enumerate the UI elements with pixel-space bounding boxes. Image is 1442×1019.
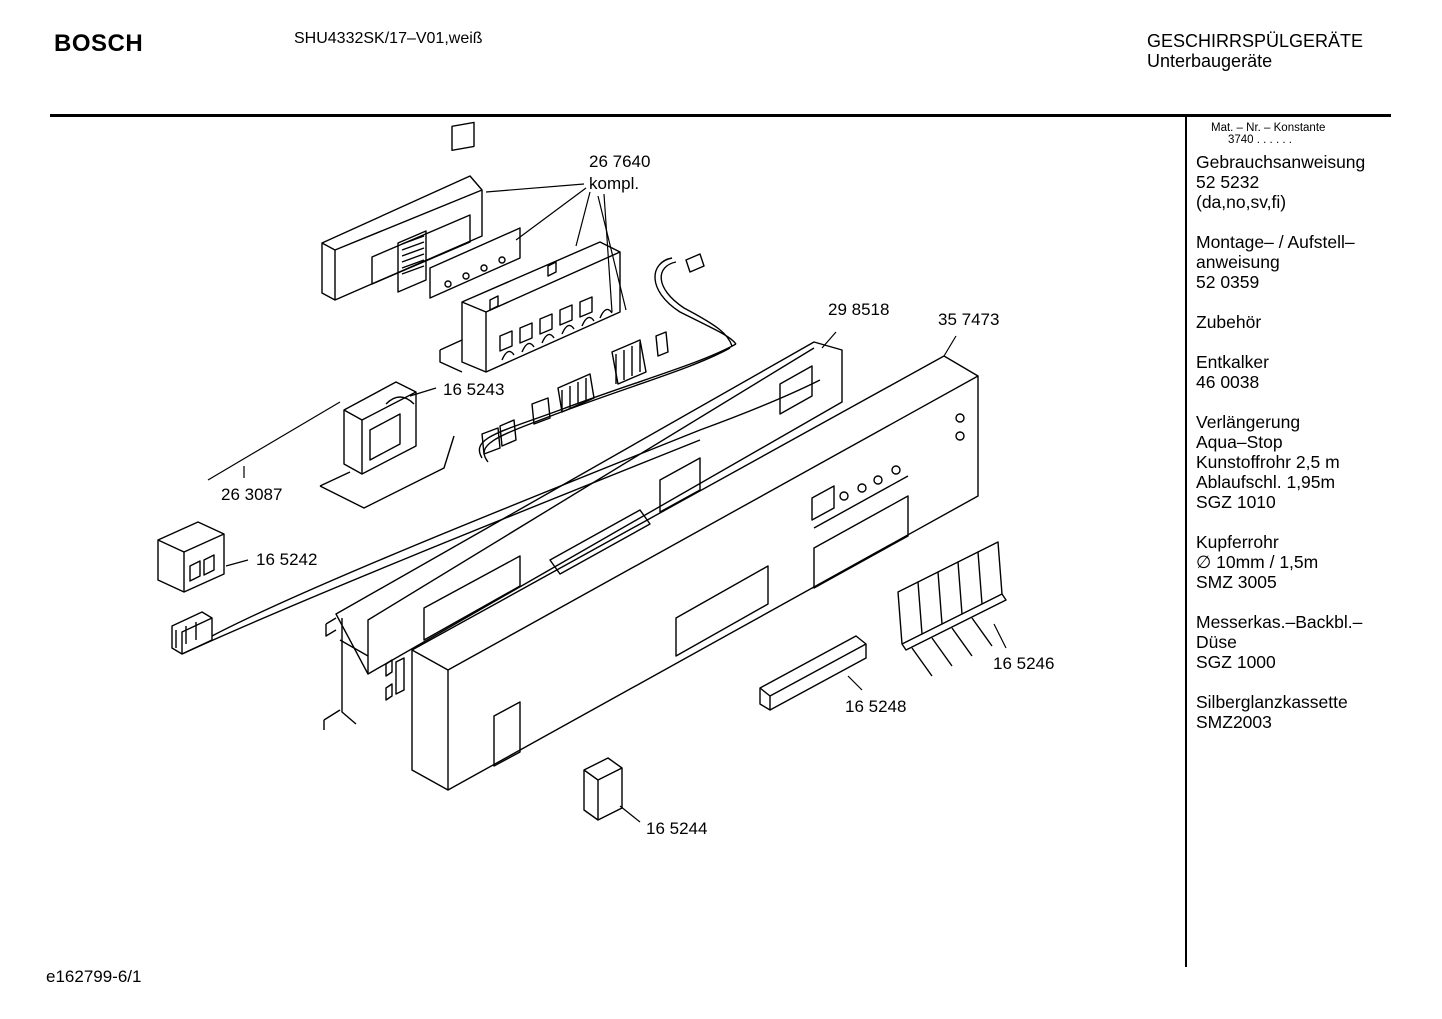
sidebar-entry-line: 52 0359 bbox=[1196, 272, 1260, 292]
cap-165244 bbox=[583, 757, 623, 821]
model-number: SHU4332SK/17–V01,weiß bbox=[294, 30, 483, 47]
label-165244: 16 5244 bbox=[646, 819, 707, 838]
sidebar-entry-line: anweisung bbox=[1196, 252, 1280, 272]
label-298518: 29 8518 bbox=[828, 300, 889, 319]
switch-165242 bbox=[157, 521, 225, 593]
sidebar-entry-line: Montage– / Aufstell– bbox=[1196, 232, 1355, 252]
sidebar-entry-line: Kunstoffrohr 2,5 m bbox=[1196, 452, 1340, 472]
leader-lines bbox=[207, 183, 1007, 823]
switch-block-165243 bbox=[319, 381, 455, 509]
sidebar-entry: Zubehör bbox=[1196, 312, 1386, 332]
sidebar-entry-line: Kupferrohr bbox=[1196, 532, 1279, 552]
sidebar-entry-line: SGZ 1010 bbox=[1196, 492, 1276, 512]
sidebar-entry-line: Entkalker bbox=[1196, 352, 1269, 372]
sidebar-divider bbox=[1185, 117, 1187, 967]
sidebar-heading: Mat. – Nr. – Konstante bbox=[1211, 122, 1326, 134]
label-165248: 16 5248 bbox=[845, 697, 906, 716]
document-code: e162799-6/1 bbox=[46, 967, 142, 986]
header-divider bbox=[50, 114, 1391, 117]
label-165246: 16 5246 bbox=[993, 654, 1054, 673]
sidebar-entry-line: SMZ2003 bbox=[1196, 712, 1272, 732]
label-263087: 26 3087 bbox=[221, 485, 282, 504]
sidebar-entry-line: Messerkas.–Backbl.– bbox=[1196, 612, 1363, 632]
sidebar-entry-line: Ablaufschl. 1,95m bbox=[1196, 472, 1336, 492]
brand-logo: BOSCH bbox=[54, 30, 144, 57]
sidebar-entry-line: 46 0038 bbox=[1196, 372, 1260, 392]
trim-strip-165248 bbox=[759, 635, 867, 711]
cable-connector bbox=[171, 379, 821, 655]
label-165243: 16 5243 bbox=[443, 380, 504, 399]
label-kompl: kompl. bbox=[589, 174, 639, 193]
wiring-harness bbox=[478, 253, 737, 463]
sidebar-entry-line: ∅ 10mm / 1,5m bbox=[1196, 552, 1319, 572]
sidebar-entry-line: Zubehör bbox=[1196, 312, 1262, 332]
sidebar-entry-line: Aqua–Stop bbox=[1196, 432, 1283, 452]
sidebar-constant: 3740 . . . . . . bbox=[1228, 134, 1292, 146]
sidebar-entry-line: Düse bbox=[1196, 632, 1237, 652]
sidebar-entry-line: (da,no,sv,fi) bbox=[1196, 192, 1287, 212]
sidebar-entry-line: Silberglanzkassette bbox=[1196, 692, 1348, 712]
subcategory-title: Unterbaugeräte bbox=[1147, 51, 1273, 71]
category-title: GESCHIRRSPÜLGERÄTE bbox=[1147, 31, 1364, 51]
exploded-parts-diagram: 26 7640 kompl. 29 8518 35 7473 16 5243 2… bbox=[157, 121, 1054, 838]
sidebar-entry-line: SMZ 3005 bbox=[1196, 572, 1277, 592]
label-357473: 35 7473 bbox=[938, 310, 999, 329]
label-267640: 26 7640 bbox=[589, 152, 650, 171]
control-module-housing bbox=[321, 121, 521, 301]
label-165242: 16 5242 bbox=[256, 550, 317, 569]
front-panel-frame bbox=[323, 341, 843, 730]
accessory-sidebar: Mat. – Nr. – Konstante 3740 . . . . . . … bbox=[1196, 122, 1386, 752]
button-set-165246 bbox=[897, 541, 1007, 677]
control-board bbox=[439, 241, 621, 373]
sidebar-entry-line: 52 5232 bbox=[1196, 172, 1260, 192]
sidebar-entry-line: SGZ 1000 bbox=[1196, 652, 1276, 672]
sidebar-entry-line: Verlängerung bbox=[1196, 412, 1301, 432]
sidebar-entry-line: Gebrauchsanweisung bbox=[1196, 152, 1366, 172]
part-labels: 26 7640 kompl. 29 8518 35 7473 16 5243 2… bbox=[221, 152, 1054, 838]
